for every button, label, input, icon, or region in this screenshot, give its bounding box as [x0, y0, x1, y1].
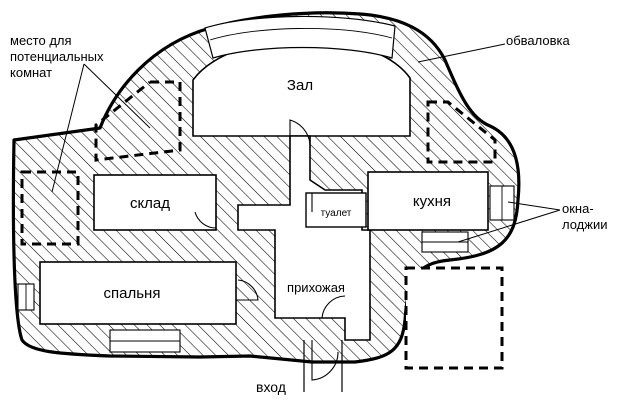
pointer-windows-2	[457, 209, 561, 243]
pointer-berm	[417, 43, 506, 63]
label-hall: Зал	[287, 77, 313, 94]
room-toilet	[305, 192, 367, 228]
door-bedroom	[236, 279, 259, 301]
label-future-line-3: комнат	[10, 65, 52, 80]
pointer-future-2	[51, 63, 85, 193]
potential-room-top-right	[426, 100, 497, 164]
label-entrance: вход	[256, 379, 286, 395]
label-future-line-2: потенциаль­ных	[10, 49, 104, 64]
hall-roof-arch	[204, 15, 396, 59]
label-berm: обваловка	[506, 33, 571, 48]
label-hallway: прихожая	[287, 280, 345, 295]
label-kitchen: кухня	[413, 193, 451, 210]
potential-room-top-left	[94, 80, 182, 162]
potential-room-bottom-right	[404, 266, 504, 370]
pointer-future-1	[83, 63, 151, 129]
room-hallway	[237, 135, 371, 341]
label-windows-line-1: окна-	[562, 201, 594, 216]
label-storage: склад	[130, 195, 170, 212]
door-storage	[194, 205, 217, 229]
pointer-windows-1	[507, 201, 561, 211]
room-kitchen	[367, 171, 489, 231]
label-toilet: туалет	[321, 208, 352, 219]
label-bedroom: спальня	[104, 285, 161, 302]
entrance-passage	[303, 340, 343, 392]
room-storage	[93, 174, 217, 231]
hall-roof-arch-inner	[209, 28, 393, 41]
label-future-line-1: место для	[10, 33, 72, 48]
room-bedroom	[39, 261, 237, 325]
label-windows-line-2: лоджии	[562, 217, 607, 232]
door-hall	[289, 119, 311, 150]
door-hallway	[321, 295, 346, 319]
potential-room-left	[20, 170, 80, 246]
door-entrance	[311, 340, 339, 381]
